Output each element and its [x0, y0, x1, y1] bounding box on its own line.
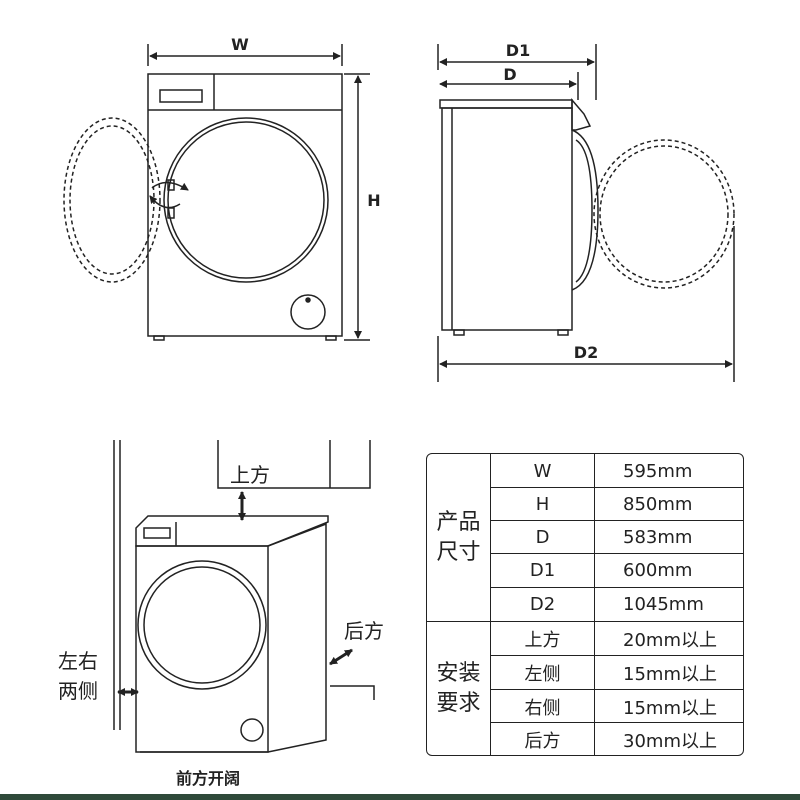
spec-key: D1	[491, 554, 595, 587]
table-row: 后方 30mm以上	[491, 722, 743, 755]
spec-key: D	[491, 521, 595, 554]
installed-machine	[135, 515, 329, 547]
spec-value: 15mm以上	[623, 663, 717, 685]
spec-key: W	[491, 454, 595, 488]
filter-cap	[290, 294, 326, 330]
installation-view	[113, 440, 375, 753]
table-row: 上方 20mm以上	[491, 622, 743, 656]
label-sides-line1: 左右	[58, 649, 98, 673]
group-installation-title-1: 安装	[436, 661, 481, 686]
group-installation-title-2: 要求	[436, 691, 481, 716]
bottom-accent-bar	[0, 794, 800, 800]
group-product-size-title-1: 产品	[436, 509, 481, 535]
label-h: H	[367, 191, 380, 210]
spec-key: H	[491, 488, 595, 521]
table-row: D 583mm	[491, 520, 743, 554]
label-sides-line2: 两侧	[58, 679, 98, 703]
side-view	[437, 44, 735, 382]
control-display	[159, 89, 203, 103]
door-circle	[163, 117, 329, 283]
spec-value: 600mm	[623, 560, 693, 581]
group-product-size: 产品 尺寸	[427, 454, 491, 621]
front-view	[63, 44, 370, 341]
label-w: W	[231, 35, 249, 54]
label-d: D	[503, 65, 516, 84]
table-divider	[427, 621, 743, 622]
spec-key: 左侧	[491, 656, 595, 689]
side-door-open-outline	[593, 139, 735, 289]
spec-key: D2	[491, 588, 595, 621]
front-view-body	[147, 73, 343, 337]
side-view-body	[439, 99, 573, 109]
spec-value: 583mm	[623, 527, 693, 548]
label-d1: D1	[506, 41, 530, 60]
table-row: 右侧 15mm以上	[491, 689, 743, 723]
label-d2: D2	[574, 343, 598, 362]
spec-table: 产品 尺寸 安装 要求 W 595mm H 850mm D 583mm D1 6…	[426, 453, 744, 756]
group-product-size-title-2: 尺寸	[436, 539, 481, 565]
door-open-outline	[63, 117, 161, 283]
spec-value: 30mm以上	[623, 730, 717, 752]
table-row: H 850mm	[491, 487, 743, 521]
spec-value: 1045mm	[623, 594, 704, 615]
spec-value: 850mm	[623, 494, 693, 515]
label-back: 后方	[344, 619, 384, 643]
spec-key: 后方	[491, 723, 595, 755]
spec-value: 15mm以上	[623, 697, 717, 719]
spec-key: 上方	[491, 622, 595, 656]
label-front: 前方开阔	[176, 769, 240, 788]
table-row: 左侧 15mm以上	[491, 655, 743, 689]
group-installation: 安装 要求	[427, 621, 491, 755]
spec-value: 20mm以上	[623, 630, 717, 651]
spec-value: 595mm	[623, 460, 693, 482]
table-row: W 595mm	[491, 454, 743, 488]
spec-key: 右侧	[491, 690, 595, 723]
table-row: D2 1045mm	[491, 587, 743, 621]
table-row: D1 600mm	[491, 553, 743, 587]
label-top: 上方	[230, 463, 270, 487]
